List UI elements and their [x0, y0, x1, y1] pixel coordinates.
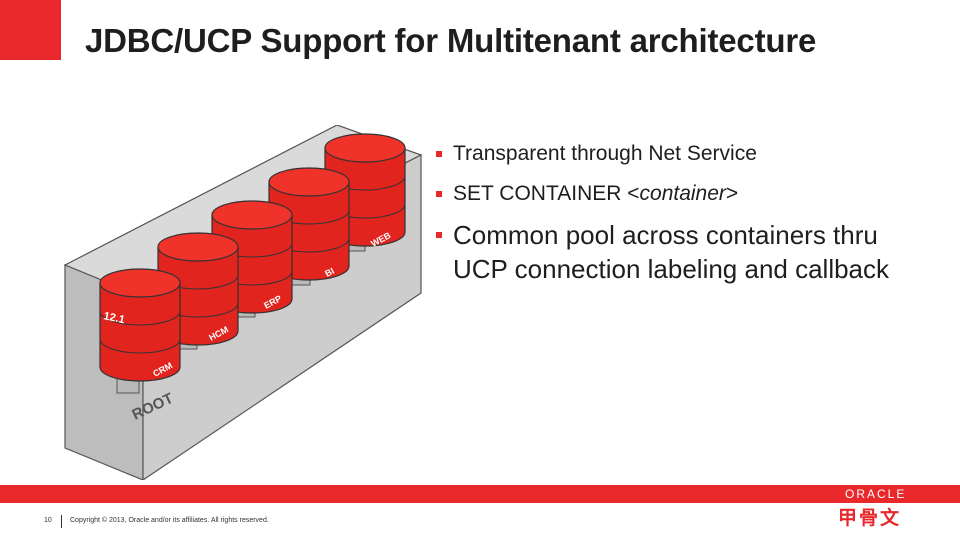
bullet-item: SET CONTAINER <container> — [436, 180, 936, 207]
bullet-item: Transparent through Net Service — [436, 140, 936, 167]
multitenant-illustration: ROOT WEB BI ERP HCM — [63, 125, 423, 480]
container-bi: BI — [268, 167, 350, 286]
bullet-item: Common pool across containers thru UCP c… — [436, 218, 923, 286]
corner-accent-block — [0, 0, 61, 60]
bullet-marker-icon — [436, 232, 442, 238]
bullet-text-italic: container — [639, 182, 726, 205]
copyright-notice: Copyright © 2013, Oracle and/or its affi… — [70, 517, 269, 524]
footer-red-bar — [0, 485, 960, 503]
bullet-text: Common pool across containers thru UCP c… — [453, 220, 890, 284]
page-number: 10 — [44, 517, 52, 524]
container-label-bi: BI — [323, 266, 336, 279]
bullet-text: Transparent through Net Service — [453, 142, 757, 165]
bullet-marker-icon — [436, 191, 442, 197]
bullet-list: Transparent through Net Service SET CONT… — [436, 140, 936, 286]
oracle-chinese-logo: 甲骨文 — [838, 507, 902, 529]
slide-title: JDBC/UCP Support for Multitenant archite… — [85, 22, 817, 59]
bullet-text: SET CONTAINER < — [453, 182, 640, 205]
oracle-logo: ORACLE — [845, 487, 907, 501]
bullet-text-suffix: > — [725, 182, 739, 205]
bullet-marker-icon — [436, 151, 442, 157]
version-label: 12.1 — [102, 310, 125, 326]
footer-divider — [61, 515, 62, 528]
container-crm: 12.1 CRM — [99, 268, 181, 394]
